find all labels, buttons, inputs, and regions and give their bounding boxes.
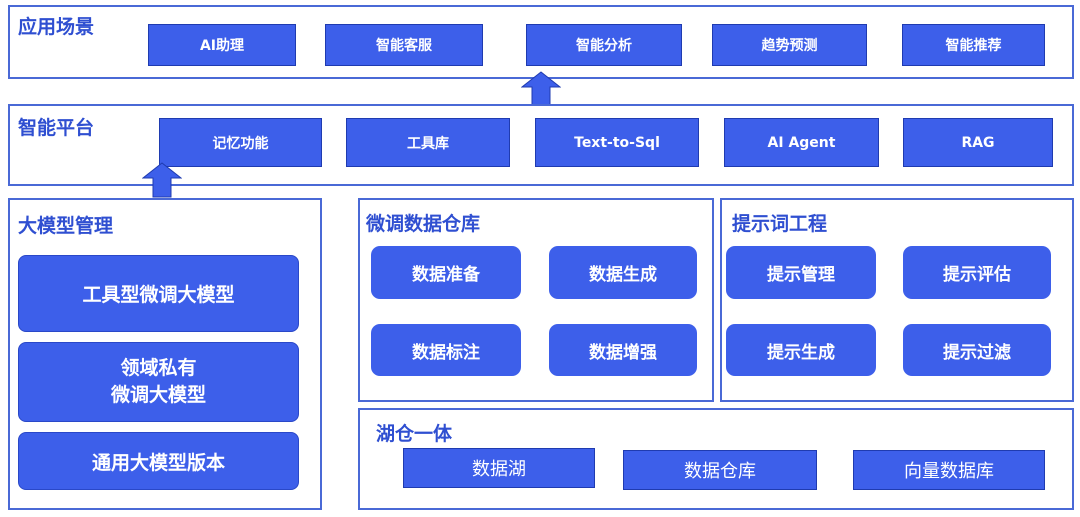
lakehouse-title: 湖仓一体 (376, 423, 453, 445)
data-prepare[interactable]: 数据准备 (371, 246, 521, 299)
data-augment[interactable]: 数据增强 (549, 324, 697, 376)
model-domain-private[interactable]: 领域私有 微调大模型 (18, 342, 299, 422)
up-arrow-icon (521, 71, 561, 107)
platform-ai-agent[interactable]: AI Agent (724, 118, 879, 167)
finetune-warehouse-title: 微调数据仓库 (366, 213, 481, 235)
up-arrow-icon (142, 162, 182, 198)
prompt-manage[interactable]: 提示管理 (726, 246, 876, 299)
scenario-smart-analysis[interactable]: 智能分析 (526, 24, 682, 66)
platform-title: 智能平台 (18, 117, 95, 139)
scenario-smart-customer-service[interactable]: 智能客服 (325, 24, 483, 66)
data-generate[interactable]: 数据生成 (549, 246, 697, 299)
model-management-title: 大模型管理 (18, 215, 114, 237)
model-tool-finetuned[interactable]: 工具型微调大模型 (18, 255, 299, 332)
model-general-version[interactable]: 通用大模型版本 (18, 432, 299, 490)
platform-memory[interactable]: 记忆功能 (159, 118, 322, 167)
scenario-smart-recommend[interactable]: 智能推荐 (902, 24, 1045, 66)
prompt-evaluate[interactable]: 提示评估 (903, 246, 1051, 299)
prompt-generate[interactable]: 提示生成 (726, 324, 876, 376)
data-annotate[interactable]: 数据标注 (371, 324, 521, 376)
platform-rag[interactable]: RAG (903, 118, 1053, 167)
prompt-engineering-title: 提示词工程 (732, 213, 828, 235)
prompt-filter[interactable]: 提示过滤 (903, 324, 1051, 376)
platform-text-to-sql[interactable]: Text-to-Sql (535, 118, 699, 167)
scenario-ai-assistant[interactable]: AI助理 (148, 24, 296, 66)
data-lake[interactable]: 数据湖 (403, 448, 595, 488)
vector-database[interactable]: 向量数据库 (853, 450, 1045, 490)
data-warehouse[interactable]: 数据仓库 (623, 450, 817, 490)
app-scenarios-title: 应用场景 (18, 16, 95, 38)
scenario-trend-forecast[interactable]: 趋势预测 (712, 24, 867, 66)
platform-tool-library[interactable]: 工具库 (346, 118, 510, 167)
